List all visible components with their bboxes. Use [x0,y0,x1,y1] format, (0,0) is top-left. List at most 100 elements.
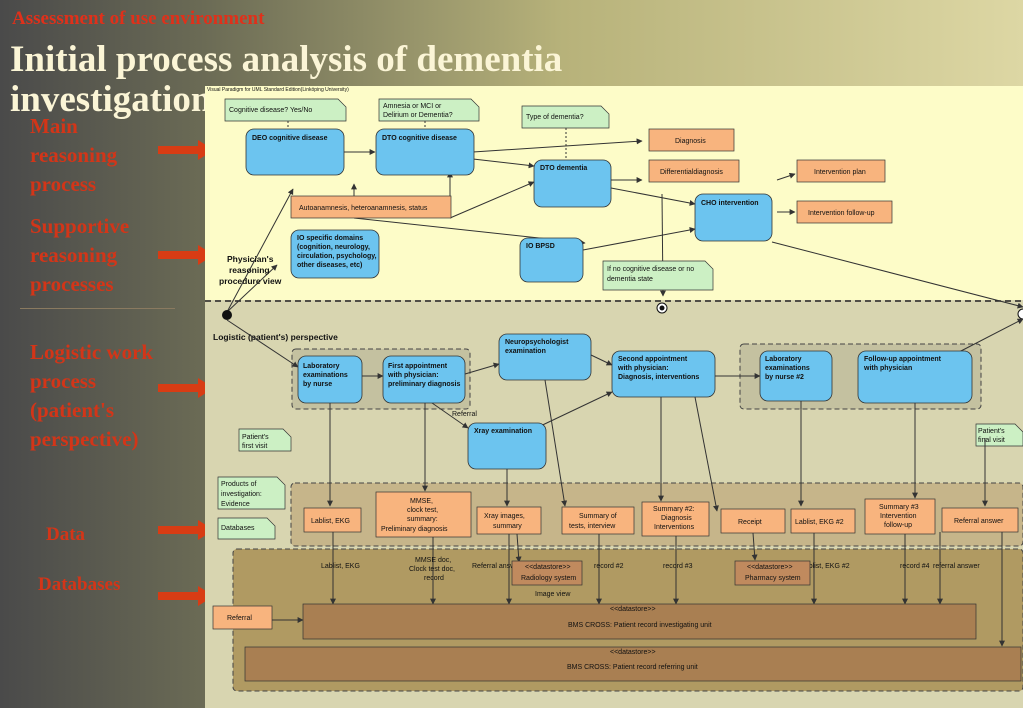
end-node-icon [1017,308,1023,320]
svg-text:by nurse: by nurse [303,381,332,388]
svg-text:Intervention plan: Intervention plan [814,169,866,176]
svg-text:IO BPSD: IO BPSD [526,243,555,250]
svg-text:Products of: Products of [221,481,256,488]
side-label-data: Data [46,524,86,545]
node-second-appointment: Second appointment with physician: Diagn… [611,350,716,398]
svg-text:Patient's: Patient's [978,428,1005,435]
svg-text:Diagnosis: Diagnosis [675,138,706,145]
side-label-supportive: Supportive reasoning processes [30,212,129,299]
svg-text:<<datastore>>: <<datastore>> [610,606,656,613]
svg-text:Databases: Databases [221,525,255,532]
svg-text:other diseases, etc): other diseases, etc) [297,262,362,269]
svg-text:Diagnosis: Diagnosis [661,515,692,522]
datastore-pharmacy: <<datastore>> Pharmacy system [734,560,811,586]
data-lablist-ekg-2: Lablist, EKG #2 [790,508,856,534]
svg-text:dementia state: dementia state [607,276,653,283]
svg-text:<<datastore>>: <<datastore>> [525,564,571,571]
side-label-supportive-line: processes [30,272,114,296]
data-summary-3: Summary #3 Intervention follow-up [864,498,936,535]
data-summary-2: Summary #2: Diagnosis Interventions [641,501,710,537]
note-no-disease: If no cognitive disease or no dementia s… [602,260,714,291]
node-lab-examinations-1: Laboratory examinations by nurse [297,355,363,404]
data-autoanamnesis: Autoanamnesis, heteroanamnesis, status [290,195,452,219]
db-label-record-2: record #2 [594,563,624,570]
svg-text:Xray examination: Xray examination [474,428,532,435]
arrow-right-icon [158,520,214,540]
svg-text:with physician: with physician [863,365,912,372]
svg-text:First appointment: First appointment [388,363,448,370]
svg-text:Summary #3: Summary #3 [879,504,919,511]
svg-text:investigation:: investigation: [221,491,262,498]
svg-text:Pharmacy system: Pharmacy system [745,575,801,582]
arrow-right-icon [158,140,214,160]
svg-text:Differentialdiagnosis: Differentialdiagnosis [660,169,723,176]
svg-text:Patient's: Patient's [242,434,269,441]
svg-text:tests, interview: tests, interview [569,523,616,530]
db-label-lablist: Lablist, EKG [321,563,360,570]
side-label-logistic: Logistic work process (patient's perspec… [30,338,153,454]
data-xray-images: Xray images, summary [476,506,542,535]
datastore-radiology: <<datastore>> Radiology system [511,560,583,586]
note-final-visit: Patient's final visit [975,423,1023,447]
svg-text:BMS CROSS: Patient record refe: BMS CROSS: Patient record referring unit [567,664,698,671]
svg-text:Lablist, EKG #2: Lablist, EKG #2 [795,519,844,526]
db-label-lablist-2: Lablist, EKG #2 [801,563,850,570]
db-label-mmse: record [424,575,444,582]
svg-text:Intervention: Intervention [880,513,917,520]
data-receipt: Receipt [720,508,786,534]
svg-text:examinations: examinations [765,365,810,372]
db-label-record-4: record #4 [900,563,930,570]
side-label-main: Main reasoning process [30,112,117,199]
datastore-bms-investigating: <<datastore>> BMS CROSS: Patient record … [302,603,977,640]
svg-text:with physician:: with physician: [617,365,669,372]
node-neuropsychologist: Neuropsychologist examination [498,333,592,381]
db-label-mmse: MMSE doc, [415,557,451,564]
data-lablist-ekg: Lablist, EKG [303,507,362,533]
svg-text:examinations: examinations [303,372,348,379]
note-first-visit: Patient's first visit [238,428,292,452]
data-diagnosis: Diagnosis [648,128,735,152]
side-label-logistic-line: perspective) [30,427,139,451]
svg-text:BMS CROSS: Patient record inve: BMS CROSS: Patient record investigating … [568,622,712,629]
svg-text:Summary #2:: Summary #2: [653,506,695,513]
arrow-right-icon [158,245,214,265]
db-label-image-view: Image view [535,591,571,598]
svg-text:summary:: summary: [407,516,438,523]
side-label-main-line: process [30,172,97,196]
side-label-supportive-line: Supportive [30,214,130,238]
node-xray-examination: Xray examination [467,422,547,470]
side-label-databases: Databases [38,574,121,595]
svg-text:DEO cognitive disease: DEO cognitive disease [252,135,328,142]
svg-text:with physician:: with physician: [387,372,439,379]
side-label-main-line: Main [30,114,78,138]
svg-text:Interventions: Interventions [654,524,695,531]
svg-text:Radiology system: Radiology system [521,575,576,582]
lane-label-physician: procedure view [219,276,282,286]
side-label-logistic-line: process [30,369,97,393]
side-label-logistic-line: Logistic work [30,340,154,364]
arrow-right-icon [158,586,214,606]
svg-text:If no cognitive disease or no: If no cognitive disease or no [607,266,694,273]
svg-text:Preliminary diagnosis: Preliminary diagnosis [381,526,448,533]
svg-text:Xray images,: Xray images, [484,513,525,520]
node-cho-intervention: CHO intervention [694,193,773,242]
svg-text:Laboratory: Laboratory [303,363,340,370]
diagram-header: Visual Paradigm for UML Standard Edition… [207,87,349,93]
node-deo-cognitive-disease: DEO cognitive disease [245,128,345,176]
svg-text:Evidence: Evidence [221,501,250,508]
data-intervention-plan: Intervention plan [796,159,886,183]
process-diagram: Visual Paradigm for UML Standard Edition… [205,86,1023,708]
svg-text:Cognitive disease? Yes/No: Cognitive disease? Yes/No [229,107,312,114]
data-mmse: MMSE, clock test, summary: Preliminary d… [375,491,472,538]
svg-text:<<datastore>>: <<datastore>> [747,564,793,571]
svg-text:clock test,: clock test, [407,507,438,514]
data-summary-tests: Summary of tests, interview [561,506,635,535]
note-products: Products of investigation: Evidence [217,476,286,510]
data-differential-diagnosis: Differentialdiagnosis [648,159,740,183]
side-divider [20,308,175,309]
svg-text:IO specific domains: IO specific domains [297,235,363,242]
side-label-main-line: reasoning [30,143,118,167]
arrow-right-icon [158,378,214,398]
node-first-appointment: First appointment with physician: prelim… [382,355,466,404]
svg-text:follow-up: follow-up [884,522,912,529]
